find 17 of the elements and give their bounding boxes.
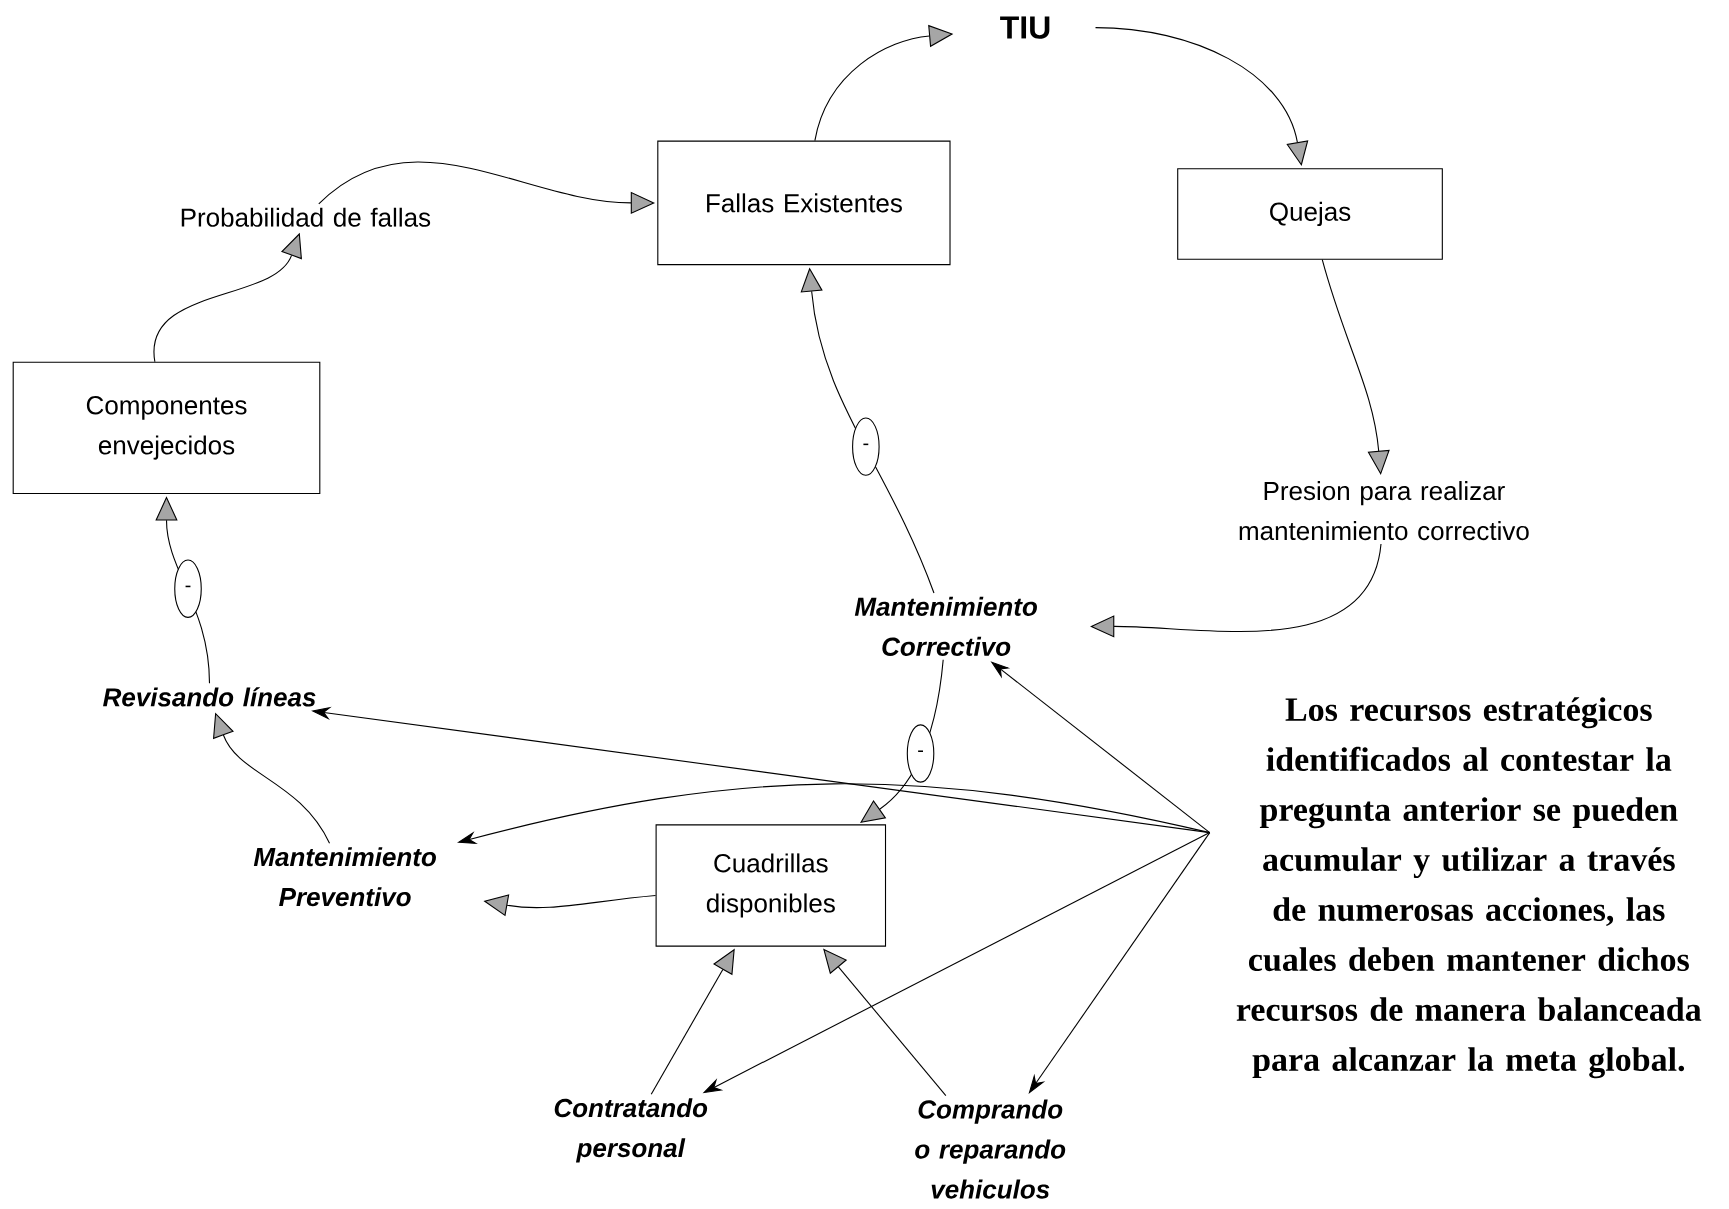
variable-label: Mantenimiento Preventivo bbox=[253, 847, 436, 907]
stock-box: Quejas bbox=[1177, 168, 1443, 260]
variable-label: Comprando o reparando vehiculos bbox=[915, 1099, 1066, 1199]
variable-label: Probabilidad de fallas bbox=[181, 207, 431, 228]
variable-label: Mantenimiento Correctivo bbox=[854, 597, 1037, 657]
stock-box: Componentes envejecidos bbox=[12, 361, 321, 495]
variable-label: TIU bbox=[1000, 16, 1050, 39]
stock-box: Cuadrillas disponibles bbox=[655, 824, 887, 947]
variable-label: Presion para realizar mantenimiento correctivo bbox=[1239, 481, 1529, 541]
arrow bbox=[1090, 543, 1382, 638]
stock-box: Fallas Existentes bbox=[657, 140, 951, 266]
sign-label: - bbox=[852, 417, 880, 477]
variable-label: Contratando personal bbox=[554, 1098, 708, 1163]
sign-label: - bbox=[906, 724, 935, 783]
sign-label: - bbox=[174, 559, 202, 619]
variable-label: Revisando líneas bbox=[103, 687, 316, 707]
note-text: Los recursos estratégicos identificados al contestar la pregunta anterior se pueden acumular y utilizar a través de numerosas acciones, las cuales deben mantener dichos recursos de manera balanceada para alcanzar la meta global. bbox=[1236, 697, 1702, 1079]
